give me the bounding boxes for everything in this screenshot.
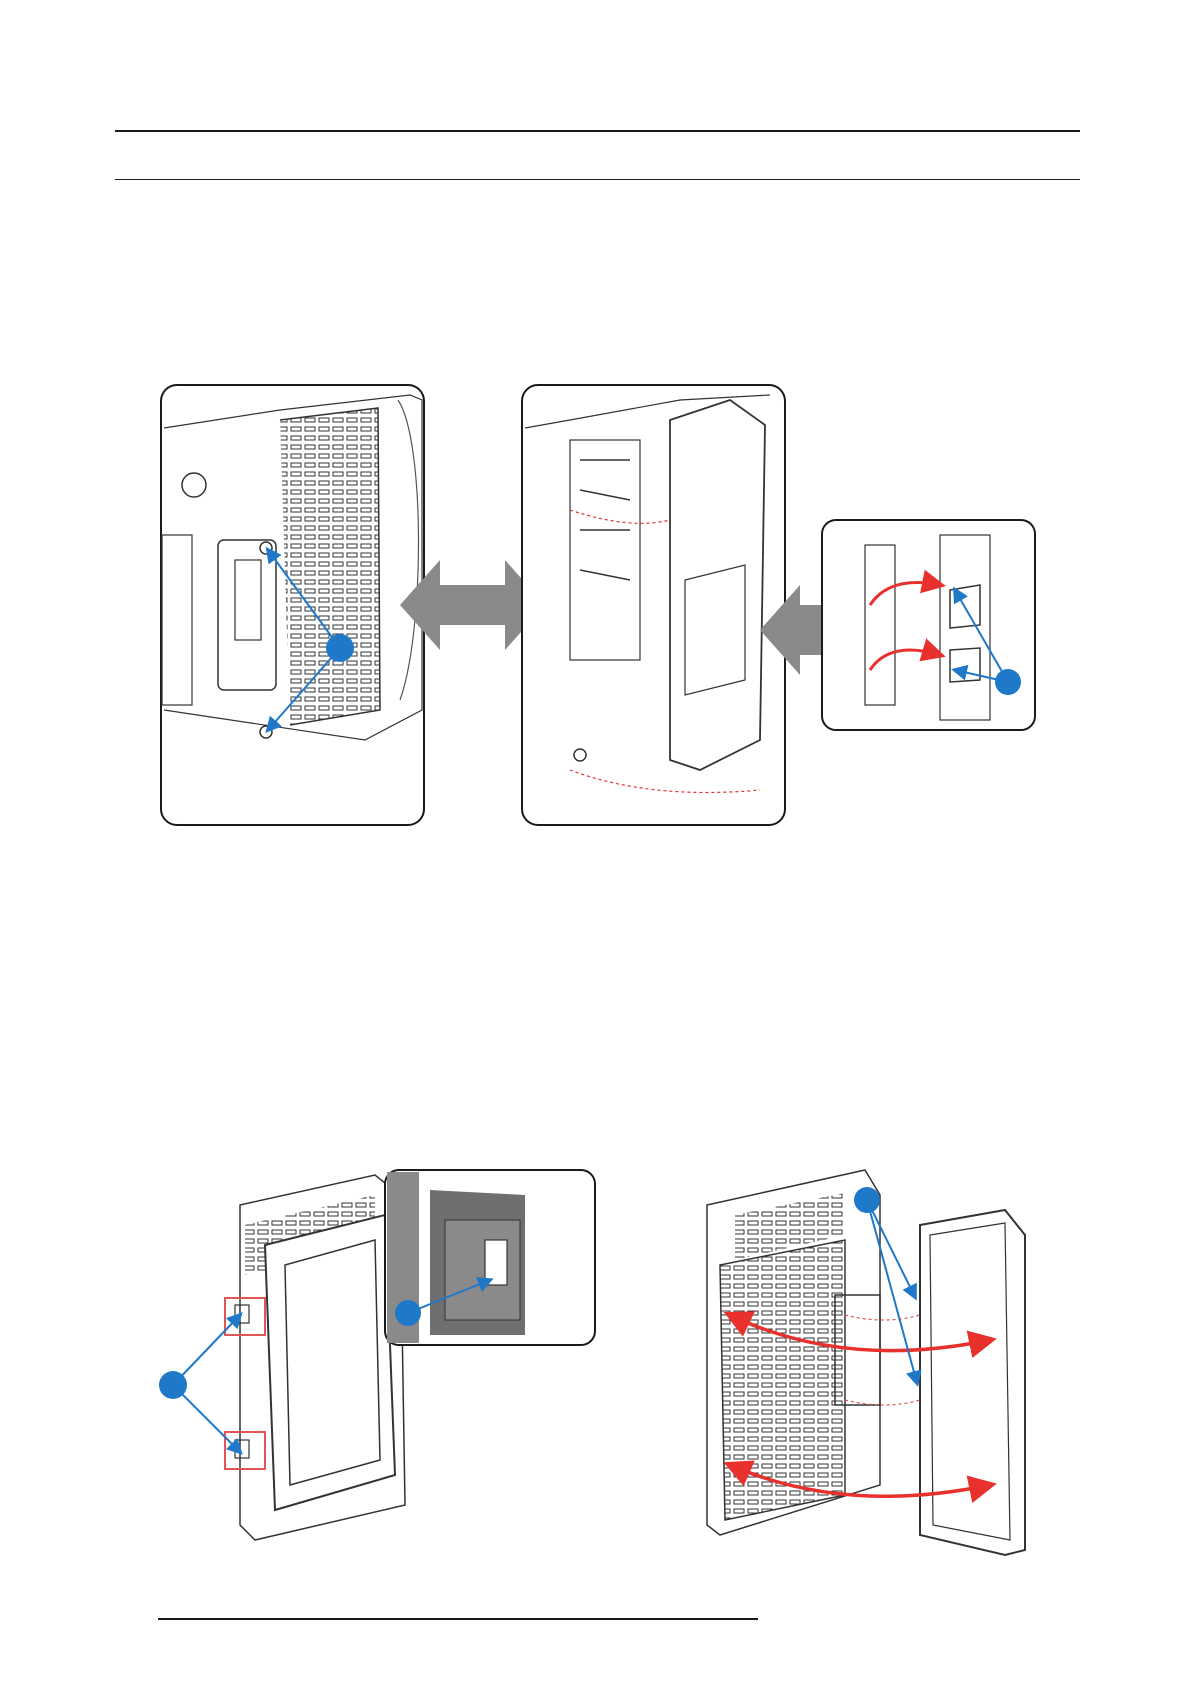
bottom-figure — [145, 1165, 1065, 1560]
filter-removal-illustration — [707, 1170, 1025, 1555]
callout-badge — [159, 1371, 187, 1399]
footer-rule — [158, 1618, 758, 1620]
callout-badge — [995, 669, 1021, 695]
filter-clips-illustration — [159, 1175, 405, 1540]
panel-open-illustration — [522, 385, 785, 825]
callout-badge — [326, 634, 354, 662]
panel-closed-illustration — [161, 385, 424, 825]
callout-badge — [395, 1300, 421, 1326]
header-rule-bottom — [115, 179, 1080, 180]
clip-detail-illustration — [385, 1170, 595, 1345]
header-rule-top — [115, 130, 1080, 132]
hinge-detail-illustration — [822, 520, 1035, 730]
top-figure — [150, 380, 1050, 830]
callout-badge — [854, 1187, 880, 1213]
